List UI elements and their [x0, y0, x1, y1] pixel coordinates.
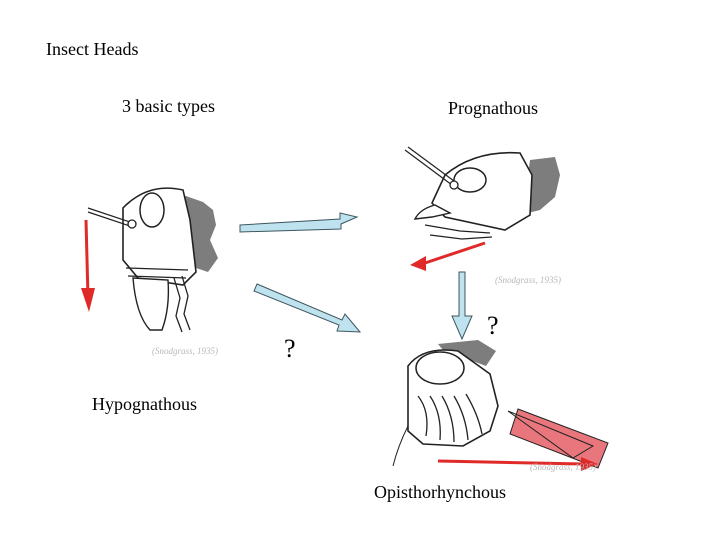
prognathous-label: Prognathous — [448, 98, 538, 118]
credit-hypognathous: (Snodgrass, 1935) — [152, 346, 219, 356]
compound-eye — [139, 192, 165, 228]
direction-arrow-backward — [437, 459, 584, 466]
opisthorhynchous-label: Opisthorhynchous — [374, 482, 506, 502]
arrow-prog-to-opis — [451, 271, 473, 341]
maxillary-palp — [173, 275, 191, 333]
antenna — [392, 425, 409, 467]
beak — [507, 410, 595, 459]
question-mark-hypo-to-opis: ? — [284, 334, 296, 363]
direction-arrowhead — [81, 288, 95, 312]
maxilla — [424, 224, 493, 240]
question-mark-prog-to-opis: ? — [487, 311, 499, 340]
clypeal-ridges — [417, 393, 483, 443]
hypognathous-label: Hypognathous — [92, 394, 197, 414]
compound-eye — [415, 351, 465, 385]
credit-opisthorhynchous: (Snodgrass, 1935) — [530, 462, 597, 472]
hypognathous-head — [81, 187, 218, 333]
antenna-socket — [127, 219, 137, 229]
opisthorhynchous-head — [392, 340, 609, 471]
direction-arrow-down — [84, 219, 90, 299]
antenna — [87, 207, 131, 227]
types-label: 3 basic types — [122, 96, 215, 116]
antenna — [404, 146, 455, 186]
compound-eye — [453, 167, 487, 193]
prognathous-head — [404, 146, 560, 271]
clypeus — [125, 267, 189, 279]
beak-highlight — [509, 408, 609, 469]
direction-arrow-forward — [424, 241, 486, 265]
mandible — [413, 204, 452, 220]
direction-arrowhead — [410, 256, 426, 271]
arrow-hypo-to-opis — [253, 283, 362, 333]
arrow-hypo-to-prog — [239, 212, 359, 233]
antenna-socket — [449, 180, 459, 190]
page-title: Insect Heads — [46, 39, 139, 59]
credit-prognathous: (Snodgrass, 1935) — [495, 275, 562, 285]
mandible — [132, 277, 170, 331]
neck-tissue — [438, 340, 496, 366]
head-capsule — [431, 151, 533, 231]
direction-arrowhead — [581, 457, 598, 471]
